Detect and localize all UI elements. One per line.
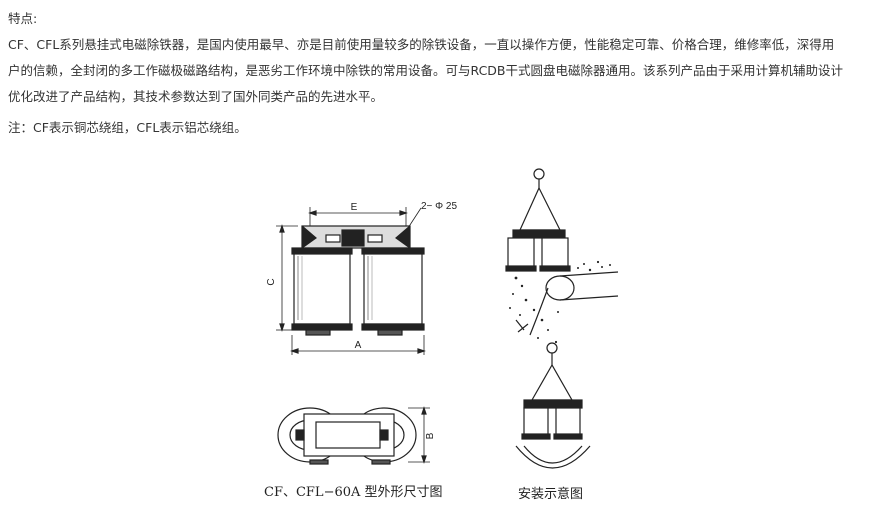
dim-label-b: B <box>425 432 436 439</box>
caption-dimension-drawing: CF、CFL−60A 型外形尺寸图 <box>264 485 443 500</box>
dim-label-e: E <box>351 202 358 213</box>
description-line-2: 户的信赖，全封闭的多工作磁极磁路结构，是恶劣工作环境中除铁的常用设备。可与RCD… <box>8 63 843 78</box>
iron-particles <box>509 260 611 344</box>
product-figure: E 2− Φ 25 C A B <box>258 160 644 512</box>
note-text: 注：CF表示铜芯绕组，CFL表示铝芯绕组。 <box>8 120 247 135</box>
description-block: 特点: CF、CFL系列悬挂式电磁除铁器，是国内使用最早、亦是目前使用量较多的除… <box>8 6 880 110</box>
description-line-1: CF、CFL系列悬挂式电磁除铁器，是国内使用最早、亦是目前使用量较多的除铁设备，… <box>8 37 835 52</box>
install-sketch-conveyor <box>505 168 619 336</box>
figure-drawing: E 2− Φ 25 C A B <box>258 160 644 512</box>
dim-label-a: A <box>355 340 362 351</box>
front-view-drawing <box>276 207 426 355</box>
caption-installation-diagram: 安装示意图 <box>518 487 584 502</box>
description-line-3: 优化改进了产品结构，其技术参数达到了国外同类产品的先进水平。 <box>8 89 384 104</box>
dim-label-c: C <box>266 278 277 285</box>
top-view-drawing <box>277 406 430 465</box>
install-sketch-chute <box>515 342 591 469</box>
dim-label-hole: 2− Φ 25 <box>421 201 457 212</box>
heading: 特点: <box>8 11 38 26</box>
